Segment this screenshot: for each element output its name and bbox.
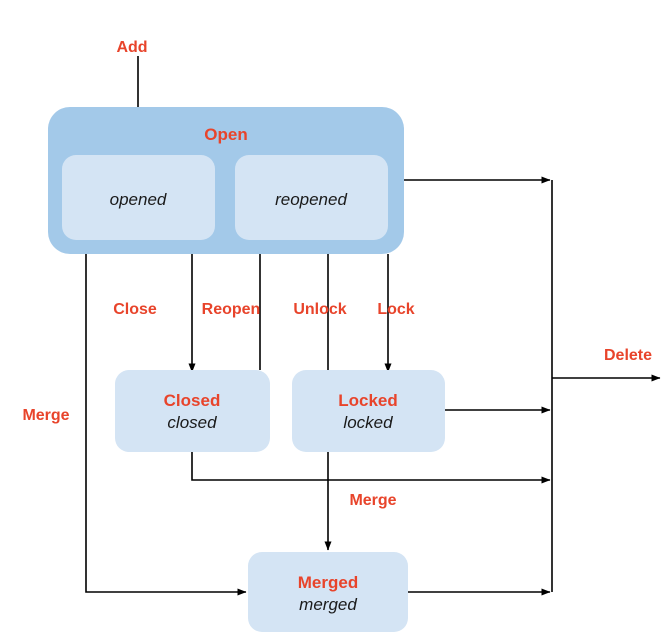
state-reopened[interactable]: reopened (235, 155, 388, 240)
edge-merge-left (85, 254, 247, 596)
state-opened-box (62, 155, 215, 240)
edge-label-close: Close (113, 301, 157, 318)
group-open[interactable]: Open opened reopened (48, 107, 404, 254)
edge-label-add: Add (116, 39, 147, 56)
edge-label-merge-right: Merge (349, 492, 396, 509)
state-closed-title: Closed (164, 391, 221, 410)
state-locked-box (292, 370, 445, 452)
edge-label-reopen: Reopen (202, 301, 261, 318)
state-locked-title: Locked (338, 391, 398, 410)
edge-label-delete: Delete (604, 347, 652, 364)
state-merged-box (248, 552, 408, 632)
edge-label-merge-left: Merge (22, 407, 69, 424)
state-reopened-box (235, 155, 388, 240)
state-merged-title: Merged (298, 573, 358, 592)
state-closed[interactable]: Closed closed (115, 370, 270, 452)
state-closed-box (115, 370, 270, 452)
group-open-title: Open (204, 125, 247, 144)
state-merged-subtitle: merged (299, 595, 357, 614)
state-closed-subtitle: closed (167, 413, 217, 432)
edge-label-lock: Lock (377, 301, 414, 318)
state-merged[interactable]: Merged merged (248, 552, 408, 632)
state-opened[interactable]: opened (62, 155, 215, 240)
state-opened-label: opened (110, 190, 167, 209)
state-locked-subtitle: locked (343, 413, 393, 432)
edge-label-unlock: Unlock (293, 301, 346, 318)
state-locked[interactable]: Locked locked (292, 370, 445, 452)
edge-merge-right (191, 452, 551, 484)
state-reopened-label: reopened (275, 190, 347, 209)
